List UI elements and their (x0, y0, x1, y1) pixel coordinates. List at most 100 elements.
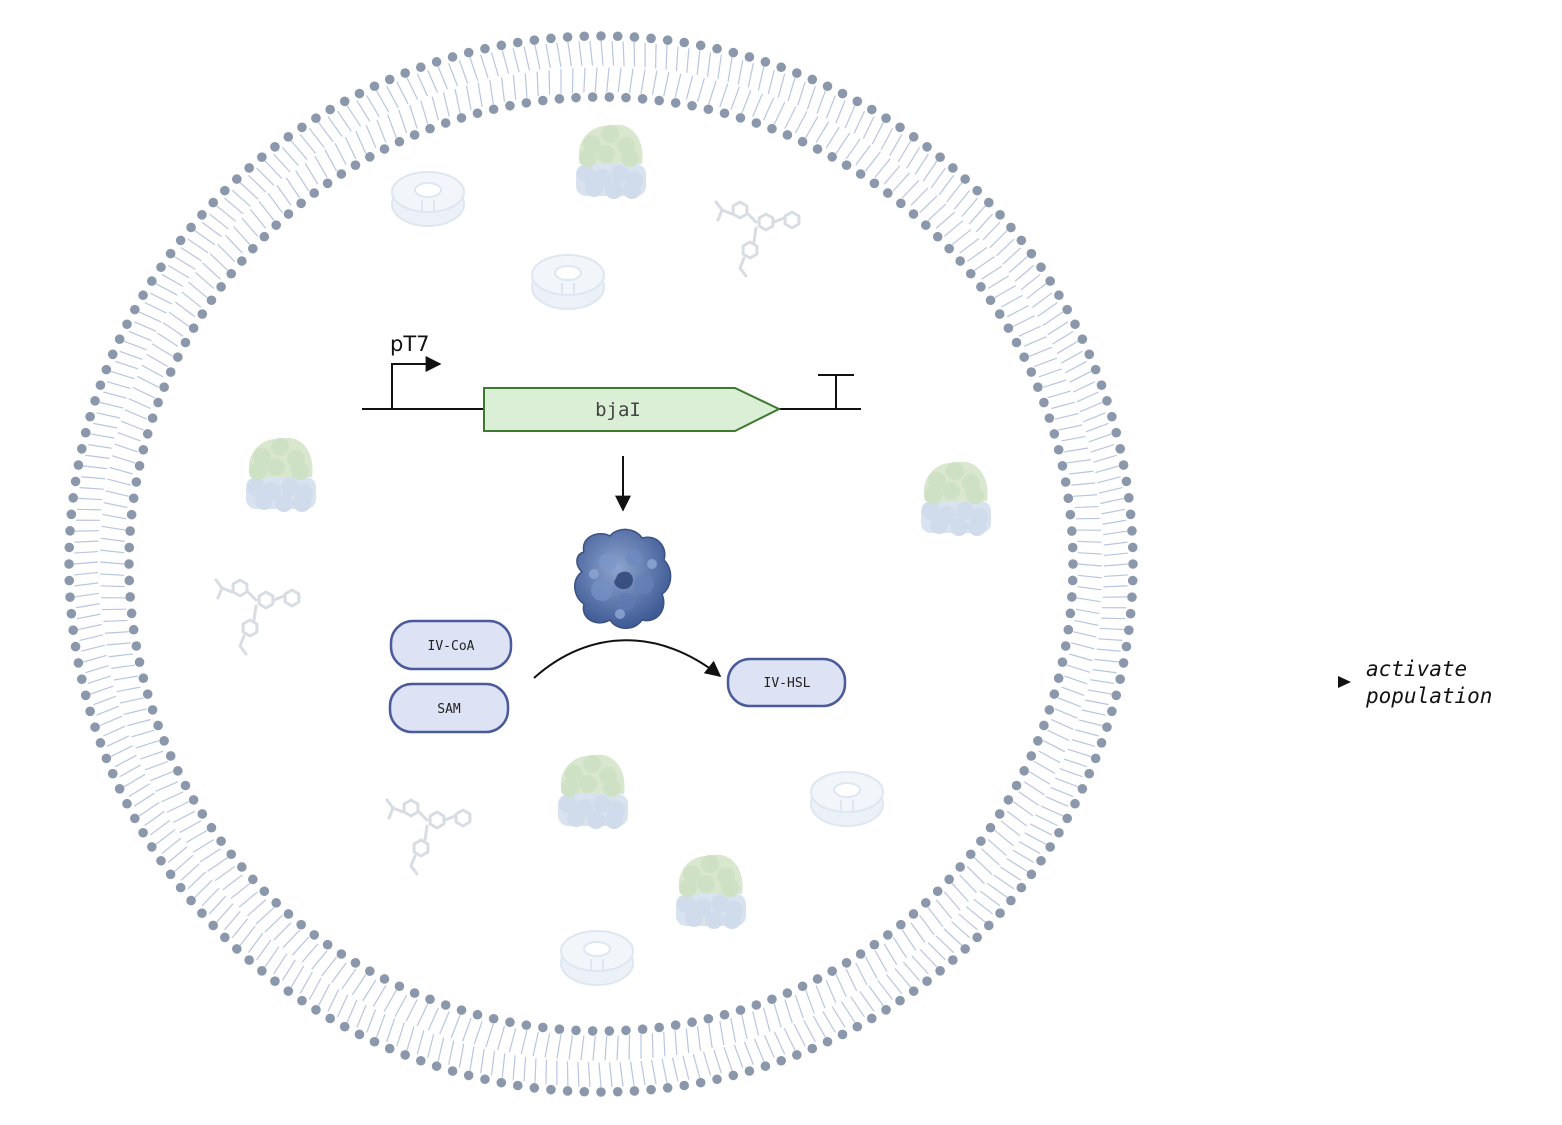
lipid-tail (604, 1035, 608, 1061)
lipid-tail (99, 715, 123, 727)
lipid-head (562, 1086, 573, 1096)
lipid-tail (427, 1007, 440, 1031)
lipid-tail (501, 50, 510, 75)
lipid-tail (675, 46, 679, 72)
lipid-head (379, 974, 390, 984)
lipid-head (415, 1055, 426, 1066)
lipid-tail (816, 90, 826, 115)
lipid-tail (825, 979, 837, 1003)
lipid-head (124, 559, 134, 569)
lipid-head (538, 1022, 548, 1033)
lipid-tail (777, 73, 786, 98)
lipid-tail (1101, 617, 1126, 620)
lipid-head (955, 862, 965, 872)
lipid-head (1057, 657, 1068, 667)
lipid-head (325, 1013, 335, 1024)
lipid-head (1111, 690, 1122, 701)
lipid-tail (935, 935, 955, 954)
lipid-tail (394, 994, 408, 1017)
lipid-tail (534, 45, 541, 70)
lipid-tail (1008, 256, 1028, 274)
lipid-tail (78, 497, 103, 501)
lipid-head (73, 658, 84, 668)
lipid-head (159, 736, 169, 746)
lipid-tail (256, 167, 275, 186)
lipid-head (384, 74, 395, 85)
ribosome-icon (921, 461, 991, 536)
lipid-head (908, 209, 919, 219)
ribosome-icon (246, 437, 316, 512)
lipid-tail (106, 381, 131, 389)
lipid-head (175, 882, 186, 893)
lipid-head (270, 141, 280, 152)
lipid-head (728, 47, 739, 58)
lipid-head (1070, 319, 1080, 330)
lipid-tail (1018, 325, 1042, 337)
lipid-tail (111, 664, 136, 669)
lipid-tail (442, 92, 450, 117)
lipid-tail (356, 100, 371, 122)
lipid-head (336, 169, 347, 179)
lipid-tail (376, 1013, 386, 1038)
lipid-head (248, 243, 258, 254)
lipid-tail (224, 197, 244, 215)
lipid-tail (301, 943, 319, 963)
lipid-head (128, 493, 139, 504)
lipid-head (695, 1077, 706, 1088)
lipid-tail (168, 311, 190, 327)
lipid-head (1111, 427, 1122, 438)
lipid-tail (685, 75, 694, 100)
lipid-tail (773, 101, 786, 125)
lipid-tail (696, 78, 705, 102)
substrate-node-sam: SAM (388, 682, 510, 734)
gene-label: bjaI (595, 399, 641, 421)
lipid-head (101, 753, 112, 764)
lipid-tail (608, 1062, 613, 1087)
lipid-head (538, 95, 548, 106)
lipid-head (173, 352, 183, 362)
lipid-tail (366, 1009, 377, 1033)
lipid-tail (1076, 391, 1099, 403)
lipid-tail (1087, 689, 1112, 695)
lipid-tail (874, 950, 888, 972)
lipid-tail (398, 109, 408, 134)
lipid-head (147, 413, 158, 423)
lipid-head (960, 174, 970, 184)
lipid-tail (308, 128, 325, 149)
substrate-label-sam: SAM (437, 702, 461, 717)
lipid-tail (490, 52, 499, 77)
lipid-tail (96, 412, 121, 419)
lipid-tail (99, 561, 125, 565)
lipid-tail (752, 1011, 760, 1036)
lipid-tail (150, 771, 173, 782)
lipid-tail (927, 942, 946, 961)
lipid-tail (953, 189, 971, 210)
terminator-icon (818, 374, 854, 409)
lipid-head (206, 822, 217, 833)
lipid-head (271, 220, 281, 230)
lipid-head (960, 944, 970, 954)
lipid-tail (987, 839, 1007, 856)
lipid-tail (784, 106, 797, 129)
lipid-tail (1094, 658, 1119, 663)
lipid-tail (103, 391, 127, 399)
lipid-tail (703, 1051, 712, 1076)
lipid-head (822, 1036, 833, 1047)
lipid-head (365, 966, 375, 976)
lipid-tail (1054, 413, 1079, 420)
lipid-tail (458, 1043, 465, 1068)
lipid-tail (337, 110, 352, 132)
lipid-head (244, 955, 254, 965)
lipid-head (1118, 658, 1129, 668)
lipid-tail (864, 956, 878, 979)
lipid-head (1044, 413, 1055, 423)
lipid-head (206, 295, 217, 306)
lipid-tail (187, 871, 206, 890)
lipid-head (1049, 689, 1060, 699)
lipid-tail (217, 243, 236, 262)
lipid-tail (264, 946, 280, 968)
lipid-tail (651, 70, 658, 95)
lipid-tail (1092, 668, 1117, 674)
lipid-tail (216, 903, 234, 923)
lipid-tail (717, 54, 722, 80)
